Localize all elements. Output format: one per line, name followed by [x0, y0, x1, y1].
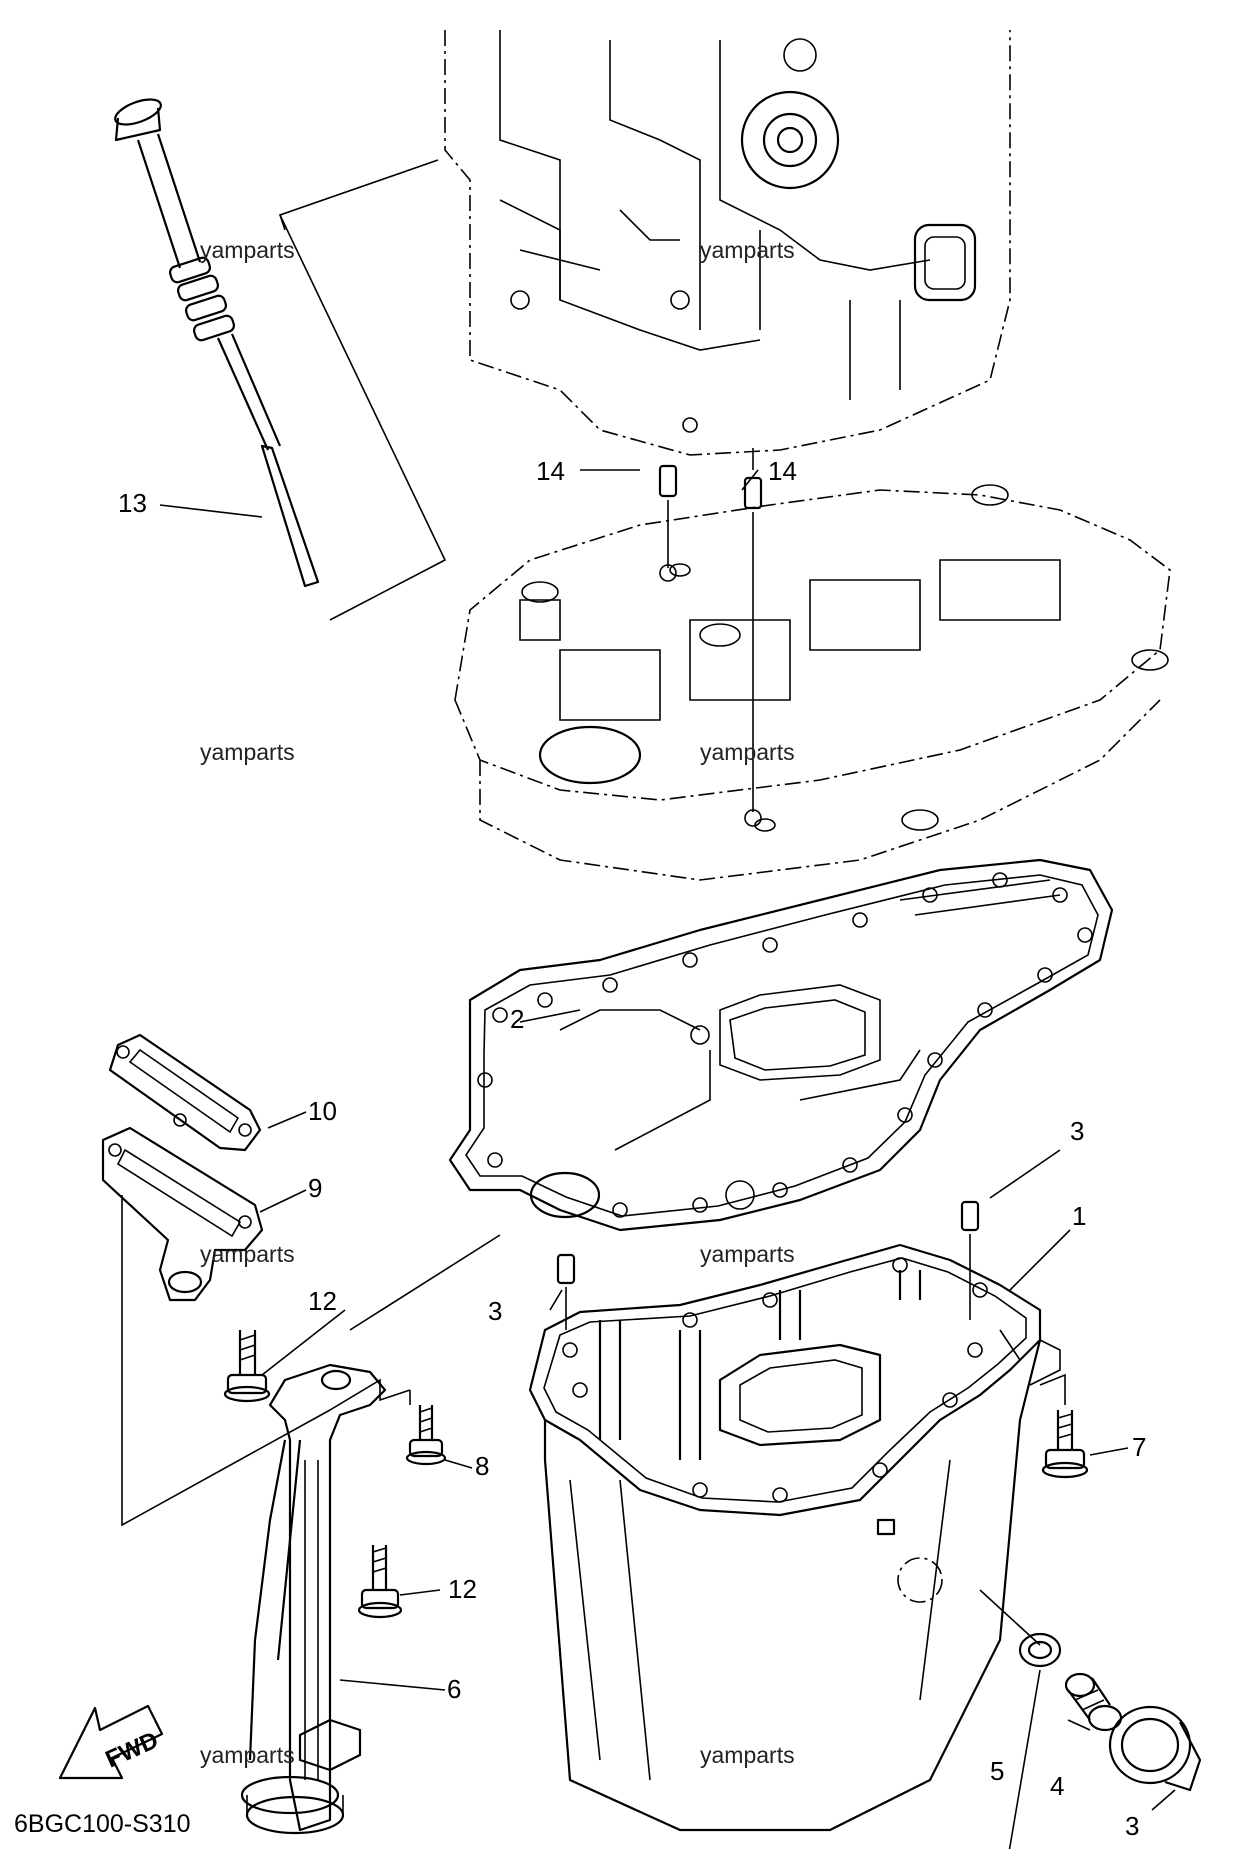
engine-block-outline: [444, 30, 1011, 456]
callout-1: 1: [1072, 1201, 1086, 1231]
oil-pan-gasket: [448, 858, 1114, 1232]
bolt-7: [1041, 1410, 1089, 1479]
callout-10: 9: [308, 1173, 322, 1203]
watermark-4: yamparts: [700, 739, 795, 765]
oil-strainer: [240, 1363, 387, 1835]
callout-12-upper: 12: [308, 1286, 337, 1316]
callout-7: 7: [1132, 1432, 1146, 1462]
bolt-9: [405, 1405, 447, 1466]
dowel-pins-upper: [658, 448, 763, 827]
watermark-1: yamparts: [200, 237, 295, 263]
callout-9: 8: [475, 1451, 489, 1481]
watermark-3: yamparts: [200, 739, 295, 765]
dipstick: [114, 98, 320, 588]
watermark-5: yamparts: [200, 1241, 295, 1267]
exhaust-guide-outline: [454, 484, 1171, 881]
callout-14-right: 14: [768, 456, 797, 486]
watermark-7: yamparts: [200, 1742, 295, 1768]
drain-plug: [1064, 1672, 1123, 1732]
callout-6: 5: [990, 1756, 1004, 1786]
callout-8: 6: [447, 1674, 461, 1704]
bolt-upper-12: [223, 1330, 271, 1403]
drawing-code: 6BGC100-S310: [14, 1810, 191, 1838]
dowel-pins-lower: [556, 1200, 980, 1330]
drain-cap: [1108, 1705, 1202, 1792]
callout-3-right: 3: [1070, 1116, 1084, 1146]
callout-5: 4: [1050, 1771, 1064, 1801]
bolt-7-leader: [1039, 1373, 1066, 1405]
callout-leaders: [159, 469, 1176, 1849]
oil-strainer-cover: [101, 1126, 264, 1302]
oil-pan: [528, 1243, 1061, 1832]
callout-11: 10: [308, 1096, 337, 1126]
callout-4: 3: [1125, 1811, 1139, 1841]
gasket-pickup-leader: [614, 1050, 711, 1151]
oil-strainer-gasket: [108, 1033, 262, 1152]
bolt-lower-12: [357, 1545, 403, 1619]
callout-13: 13: [118, 488, 147, 518]
strainer-leader-box: [121, 1195, 501, 1527]
callout-2: 2: [510, 1004, 524, 1034]
callout-3-left: 3: [488, 1296, 502, 1326]
dipstick-leader-box: [278, 159, 447, 621]
forward-label: FWD: [102, 1727, 163, 1774]
callout-14-left: 14: [536, 456, 565, 486]
forward-arrow-icon: FWD: [58, 1704, 164, 1780]
watermark-2: yamparts: [700, 237, 795, 263]
watermark-6: yamparts: [700, 1241, 795, 1267]
callout-12-lower: 12: [448, 1574, 477, 1604]
watermark-8: yamparts: [700, 1742, 795, 1768]
drain-gasket: [1018, 1632, 1062, 1668]
